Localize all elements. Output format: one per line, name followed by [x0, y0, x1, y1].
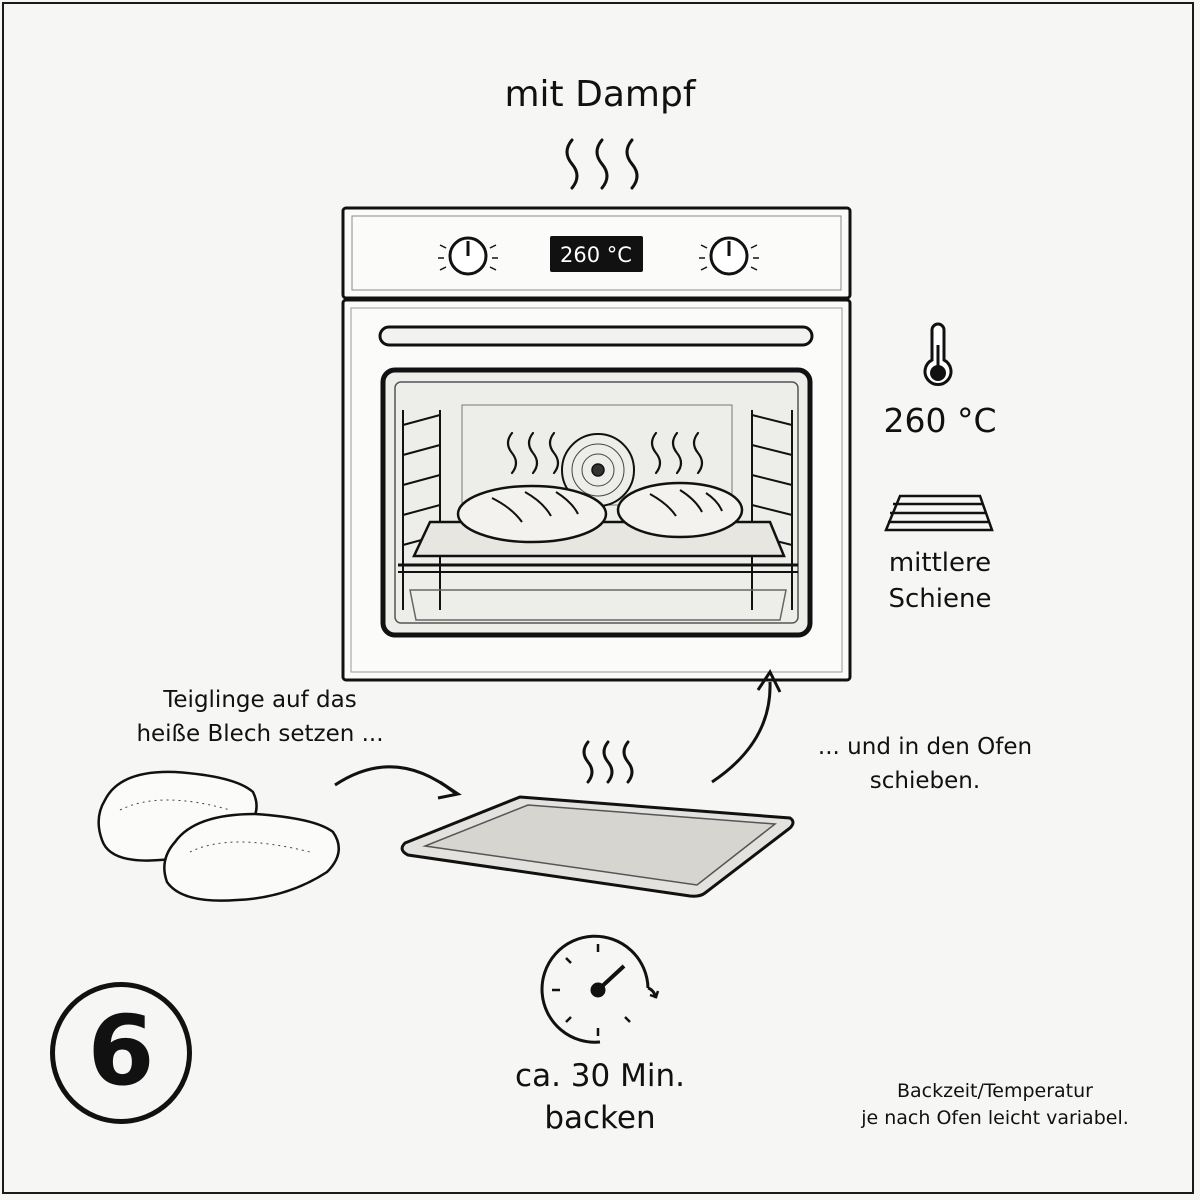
step-left-line2: heiße Blech setzen ... — [136, 721, 384, 747]
oven-knob-right — [699, 236, 759, 276]
oven-display — [550, 236, 643, 272]
baking-tray — [400, 795, 795, 898]
rail-label-line2: Schiene — [888, 584, 992, 614]
step-left-line1: Teiglinge auf das — [163, 687, 357, 713]
oven-rack-icon — [884, 494, 994, 532]
tray-steam-icon — [582, 740, 634, 784]
timer-line1: ca. 30 Min. — [515, 1058, 685, 1094]
arrow-icon — [334, 765, 456, 795]
oven-display-text: 260 °C — [560, 243, 632, 267]
step-right-label: ... und in den Ofen schieben. — [790, 730, 1060, 798]
step-right-line1: ... und in den Ofen — [817, 734, 1033, 760]
title-label: mit Dampf — [504, 74, 696, 115]
temperature-label: 260 °C — [883, 401, 997, 440]
dough-pieces — [97, 770, 340, 902]
step-number-badge: 6 — [50, 982, 192, 1124]
note-line1: Backzeit/Temperatur — [896, 1080, 1093, 1102]
oven-knob-left — [438, 236, 498, 276]
steam-icon — [565, 138, 639, 190]
rail-label-line1: mittlere — [888, 548, 992, 578]
arrow-up-icon — [711, 681, 772, 784]
note-label: Backzeit/Temperatur je nach Ofen leicht … — [830, 1078, 1160, 1132]
timer-icon — [540, 934, 660, 1044]
step-right-line2: schieben. — [869, 768, 981, 794]
rail-label: mittlere Schiene — [850, 545, 1030, 617]
oven — [341, 206, 852, 682]
timer-line2: backen — [544, 1100, 656, 1136]
step-left-label: Teiglinge auf das heiße Blech setzen ... — [110, 683, 410, 751]
note-line2: je nach Ofen leicht variabel. — [861, 1107, 1129, 1129]
timer-label: ca. 30 Min. backen — [470, 1055, 730, 1139]
thermometer-icon — [923, 322, 953, 387]
